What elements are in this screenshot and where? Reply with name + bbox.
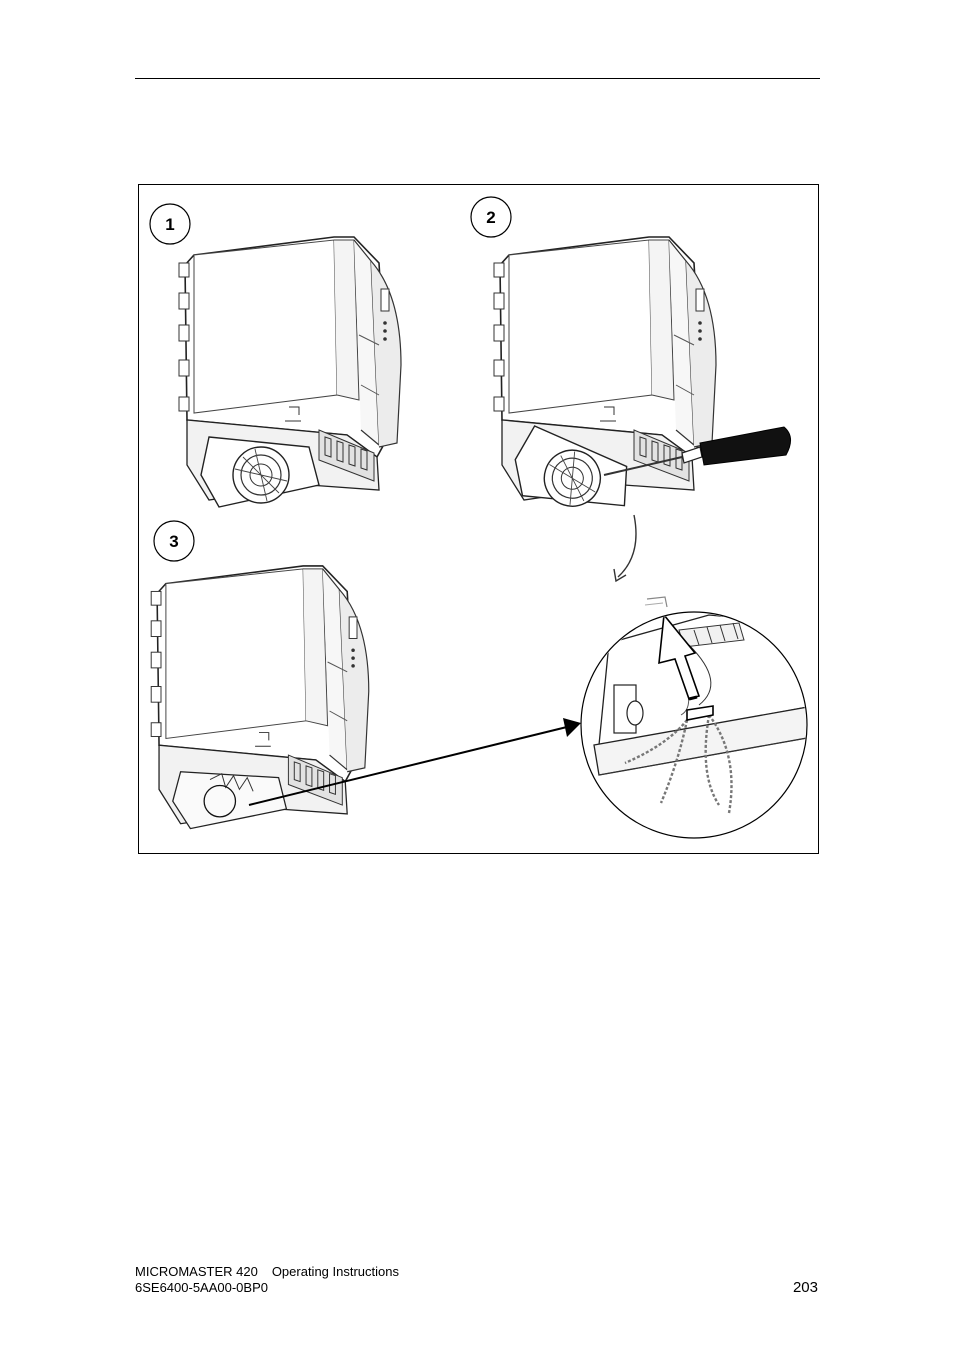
page-number: 203 [792, 1279, 818, 1296]
footer-document-info: MICROMASTER 420 Operating Instructions 6S… [135, 1264, 399, 1296]
footer-order-number: 6SE6400-5AA00-0BP0 [135, 1280, 268, 1295]
step-1-illustration: 1 [149, 203, 402, 508]
detail-magnifier [580, 596, 808, 839]
step-1-number: 1 [165, 215, 174, 234]
header-rule [135, 78, 820, 79]
installation-figure: 1 2 [138, 184, 819, 854]
footer-doc-type: Operating Instructions [271, 1264, 399, 1279]
step-3-illustration: 3 [150, 520, 808, 839]
step-3-number: 3 [169, 532, 178, 551]
step-2-illustration: 2 [470, 196, 791, 583]
step-2-number: 2 [486, 208, 495, 227]
footer-product: MICROMASTER 420 [135, 1264, 258, 1279]
